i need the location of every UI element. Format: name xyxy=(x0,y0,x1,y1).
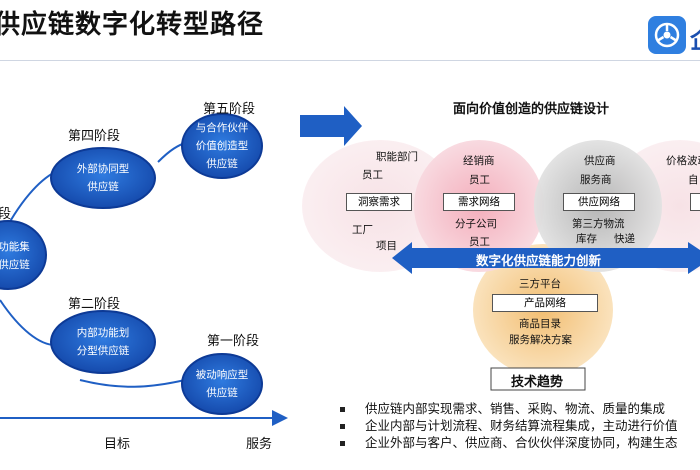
trend-box xyxy=(490,367,586,391)
banner-label: 数字化供应链能力创新 xyxy=(476,253,602,268)
left-circle-text: 工厂 xyxy=(352,224,373,236)
bullet-dot-icon xyxy=(340,424,345,429)
demand-network-box: 需求网络 xyxy=(443,193,515,211)
transition-arrow xyxy=(300,106,362,146)
right-circle-text: 库存 xyxy=(576,233,597,245)
progression-curve xyxy=(0,141,189,388)
stage1-line: 被动响应型 xyxy=(195,369,249,381)
stage3-node xyxy=(0,220,47,290)
stage1-node xyxy=(181,353,263,415)
bottom-circle-text: 三方平台 xyxy=(519,278,561,290)
stage3-line: 功能集 xyxy=(0,241,30,253)
right-circle-text: 供应商 xyxy=(584,155,616,167)
bottom-circle-text: 商品目录 xyxy=(519,318,561,330)
stage4-node xyxy=(50,147,156,209)
supply-network-box: 供应网络 xyxy=(563,193,635,211)
design-heading: 面向价值创造的供应链设计 xyxy=(453,102,610,117)
insight-box: 洞察需求 xyxy=(346,193,412,211)
left-circle-text: 职能部门 xyxy=(376,151,418,163)
stage4-title: 第四阶段 xyxy=(68,129,121,144)
stage3-line: 供应链 xyxy=(0,259,30,271)
stage2-line: 内部功能划 xyxy=(76,327,130,339)
logo-icon xyxy=(654,22,680,48)
stage4-line: 供应链 xyxy=(87,181,119,193)
far-right-text: 自 xyxy=(688,174,699,186)
left-circle-text: 员工 xyxy=(362,169,383,181)
mid-circle-text: 员工 xyxy=(469,236,490,248)
stage4-line: 外部协同型 xyxy=(76,163,130,175)
right-circle-text: 服务商 xyxy=(580,174,612,186)
page-title: 供应链数字化转型路径 xyxy=(0,10,265,40)
axis-label-service: 服务 xyxy=(246,437,273,452)
stage5-line: 与合作伙伴 xyxy=(195,122,249,134)
stage2-line: 分型供应链 xyxy=(76,345,130,357)
right-circle-text: 第三方物流 xyxy=(572,218,625,230)
mid-circle-text: 员工 xyxy=(469,174,490,186)
axis-label-goal: 目标 xyxy=(104,437,131,452)
title-divider xyxy=(0,60,700,61)
far-right-box xyxy=(690,193,700,211)
bullet-item: 供应链内部实现需求、销售、采购、物流、质量的集成 xyxy=(340,400,678,417)
bullet-item: 企业内部与计划流程、财务结算流程集成，主动进行价值 xyxy=(340,417,678,434)
stage2-node xyxy=(50,310,156,374)
left-circle-text: 项目 xyxy=(376,240,397,252)
bullet-item: 企业外部与客户、供应商、合伙伙伴深度协同，构建生态 xyxy=(340,434,678,451)
mid-circle-text: 经销商 xyxy=(463,155,495,167)
mid-circle-text: 分子公司 xyxy=(455,218,497,230)
stage3-label: 功能集 供应链 xyxy=(0,238,36,274)
logo-text: 企 xyxy=(690,20,700,55)
stage5-node xyxy=(181,113,263,179)
stage5-label: 与合作伙伴 价值创造型 供应链 xyxy=(182,119,262,173)
stage2-title: 第二阶段 xyxy=(68,297,121,312)
stage5-line: 供应链 xyxy=(206,158,238,170)
stage1-title: 第一阶段 xyxy=(207,334,260,349)
bullet-dot-icon xyxy=(340,441,345,446)
capability-banner xyxy=(392,242,700,274)
company-logo xyxy=(648,16,686,54)
stage4-label: 外部协同型 供应链 xyxy=(53,160,153,196)
stage5-title: 第五阶段 xyxy=(203,102,256,117)
stage1-label: 被动响应型 供应链 xyxy=(182,366,262,402)
product-network-box: 产品网络 xyxy=(492,294,598,312)
stage3-title: 段 xyxy=(0,207,12,222)
bullet-list: 供应链内部实现需求、销售、采购、物流、质量的集成 企业内部与计划流程、财务结算流… xyxy=(340,400,678,451)
stage2-label: 内部功能划 分型供应链 xyxy=(53,324,153,360)
far-right-text: 价格波动 xyxy=(666,155,700,167)
bottom-circle-text: 服务解决方案 xyxy=(509,334,572,346)
stage1-line: 供应链 xyxy=(206,387,238,399)
trend-label: 技术趋势 xyxy=(511,375,564,390)
bullet-dot-icon xyxy=(340,407,345,412)
right-circle-text: 快递 xyxy=(614,233,635,245)
stage5-line: 价值创造型 xyxy=(195,140,249,152)
